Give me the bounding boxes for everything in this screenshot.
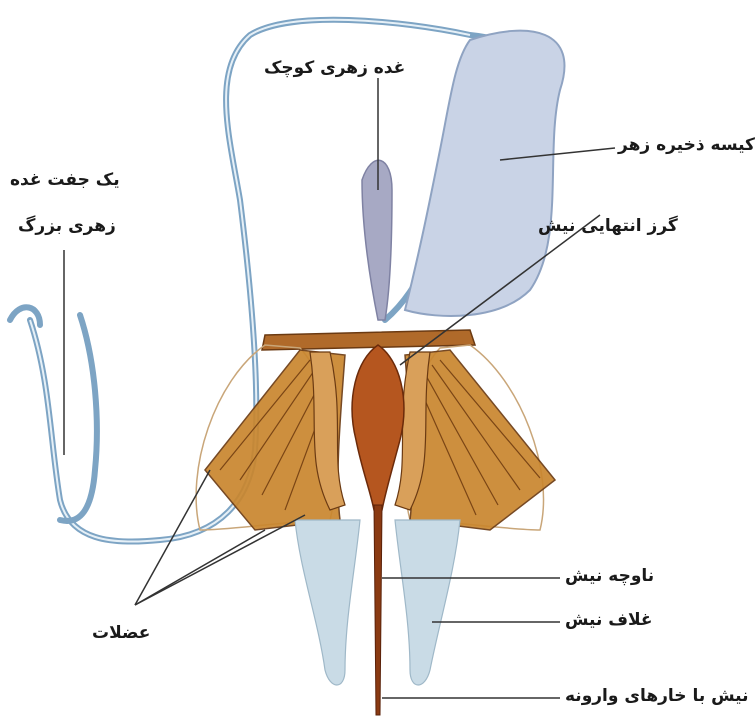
label-barbed-sting: نیش با خارهای وارونه <box>565 688 749 705</box>
large-venom-gland-left-end <box>10 307 40 325</box>
venom-reservoir-sac <box>405 31 564 316</box>
label-large-gland-line2: زهری بزرگ <box>18 218 116 235</box>
large-venom-gland-branch <box>60 315 97 521</box>
sting-shaft <box>374 505 382 715</box>
label-bulb: گرز انتهایی نیش <box>538 218 678 235</box>
right-sting-sheath <box>395 520 460 685</box>
label-sheath: غلاف نیش <box>565 612 653 629</box>
label-muscles: عضلات <box>92 625 150 642</box>
sting-bulb <box>352 345 404 510</box>
label-large-gland-line1: یک جفت غده <box>10 172 120 189</box>
small-venom-gland <box>362 160 392 320</box>
label-stylet: ناوچه نیش <box>565 568 654 585</box>
label-small-venom-gland: غده زهری کوچک <box>264 60 405 77</box>
label-venom-reservoir: کیسه ذخیره زهر <box>618 137 755 154</box>
left-sting-sheath <box>295 520 360 685</box>
